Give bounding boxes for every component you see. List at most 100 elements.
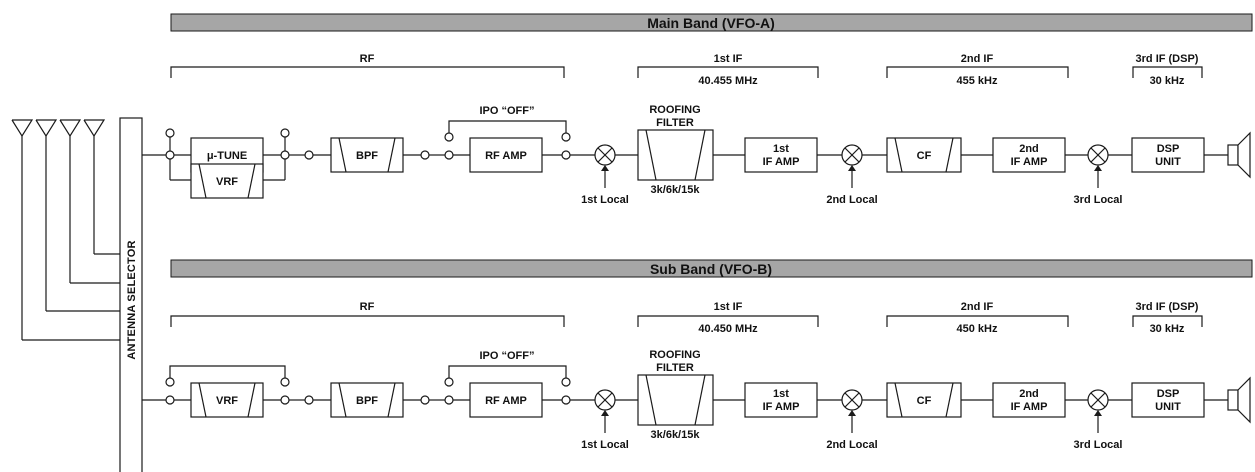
main-signal-path [142, 120, 1228, 181]
antenna-section: ANTENNA SELECTOR [11, 117, 143, 472]
cf-label: CF [917, 150, 932, 162]
sub-if1-label: 1st IF [714, 301, 743, 313]
roofing-label-line2: FILTER [656, 117, 694, 129]
local-osc-arrow [1094, 410, 1102, 433]
bpf-block: BPF [330, 137, 404, 173]
sub-if-amp-1-line2: IF AMP [763, 401, 800, 413]
sub-roofing-label-line2: FILTER [656, 362, 694, 374]
sub-signal-path [142, 365, 1228, 401]
terminal-node [420, 395, 430, 405]
antenna-icon [83, 119, 120, 255]
terminal-node [165, 128, 175, 138]
roofing-label-line1: ROOFING [649, 104, 700, 116]
ipo-label: IPO “OFF” [480, 105, 535, 117]
sub-roofing-bandwidth-label: 3k/6k/15k [651, 429, 701, 441]
if-amp-2-block [992, 137, 1066, 173]
sub-if-amp-2-block [992, 382, 1066, 418]
sub-rf-amp-block [469, 382, 543, 418]
roofing-bandwidth-label: 3k/6k/15k [651, 184, 701, 196]
main-rf-bracket [170, 66, 565, 78]
sub-band: Sub Band (VFO-B) RF 1st IF 40.450 MHz 2n… [142, 259, 1253, 451]
local-osc-arrow [601, 165, 609, 188]
sub-mixer-1 [594, 389, 616, 411]
main-2nd-local-label: 2nd Local [826, 194, 877, 206]
terminal-node [165, 395, 175, 405]
main-band: Main Band (VFO-A) RF 1st IF 40.455 MHz 2… [142, 13, 1253, 206]
sub-bpf-label: BPF [356, 395, 378, 407]
rf-amp-block [469, 137, 543, 173]
sub-vrf-filter-block: VRF [190, 382, 264, 418]
mixer-3 [1087, 144, 1109, 166]
sub-rf-label: RF [360, 301, 375, 313]
terminal-node [280, 377, 290, 387]
sub-if-amp-1-block [744, 382, 818, 418]
main-rf-label: RF [360, 53, 375, 65]
vrf-filter-block: VRF [190, 163, 264, 199]
cf-block: CF [886, 137, 962, 173]
sub-dsp-unit-line2: UNIT [1155, 401, 1181, 413]
terminal-node [561, 395, 571, 405]
sub-rf-bracket [170, 315, 565, 327]
terminal-node [561, 377, 571, 387]
main-3rd-local-label: 3rd Local [1074, 194, 1123, 206]
terminal-node [165, 150, 175, 160]
terminal-node [304, 395, 314, 405]
local-osc-arrow [848, 410, 856, 433]
terminal-node [304, 150, 314, 160]
sub-if1-freq: 40.450 MHz [698, 323, 758, 335]
main-if1-bracket [637, 66, 819, 78]
vrf-label: VRF [216, 176, 238, 188]
sub-dsp-unit-line1: DSP [1157, 388, 1180, 400]
sub-if2-label: 2nd IF [961, 301, 994, 313]
sub-mixer-3 [1087, 389, 1109, 411]
bpf-label: BPF [356, 150, 378, 162]
terminal-node [444, 395, 454, 405]
main-1st-local-label: 1st Local [581, 194, 629, 206]
main-if2-label: 2nd IF [961, 53, 994, 65]
main-if3-freq: 30 kHz [1150, 75, 1185, 87]
main-if1-label: 1st IF [714, 53, 743, 65]
local-osc-arrow [1094, 165, 1102, 188]
mu-tune-label: μ-TUNE [207, 150, 247, 162]
antenna-icon [59, 119, 120, 284]
local-osc-arrow [848, 165, 856, 188]
terminal-node [280, 128, 290, 138]
sub-if-amp-1-line1: 1st [773, 388, 789, 400]
sub-if3-label: 3rd IF (DSP) [1136, 301, 1199, 313]
mixer-2 [841, 144, 863, 166]
main-if3-bracket [1132, 66, 1203, 78]
sub-bpf-block: BPF [330, 382, 404, 418]
sub-if-amp-2-line1: 2nd [1019, 388, 1039, 400]
mixer-1 [594, 144, 616, 166]
sub-if3-bracket [1132, 315, 1203, 327]
sub-dsp-unit-block [1131, 382, 1205, 418]
main-if3-label: 3rd IF (DSP) [1136, 53, 1199, 65]
sub-cf-label: CF [917, 395, 932, 407]
sub-2nd-local-label: 2nd Local [826, 439, 877, 451]
main-if1-freq: 40.455 MHz [698, 75, 758, 87]
antenna-icon [35, 119, 120, 312]
roofing-filter-block [637, 129, 714, 181]
if-amp-1-block [744, 137, 818, 173]
terminal-node [444, 150, 454, 160]
terminal-node [280, 150, 290, 160]
sub-if2-bracket [886, 315, 1069, 327]
sub-3rd-local-label: 3rd Local [1074, 439, 1123, 451]
terminal-node [561, 132, 571, 142]
if-amp-2-line2: IF AMP [1011, 156, 1048, 168]
local-osc-arrow [601, 410, 609, 433]
main-band-header-bar [170, 13, 1253, 32]
sub-band-title: Sub Band (VFO-B) [650, 261, 772, 277]
sub-rf-amp-label: RF AMP [485, 395, 527, 407]
sub-cf-block: CF [886, 382, 962, 418]
main-if2-freq: 455 kHz [957, 75, 998, 87]
if-amp-2-line1: 2nd [1019, 143, 1039, 155]
dsp-unit-line1: DSP [1157, 143, 1180, 155]
sub-roofing-filter-block [637, 374, 714, 426]
sub-roofing-label-line1: ROOFING [649, 349, 700, 361]
terminal-node [444, 377, 454, 387]
sub-band-header-bar [170, 259, 1253, 278]
antenna-selector-label: ANTENNA SELECTOR [126, 240, 138, 359]
terminal-node [165, 377, 175, 387]
